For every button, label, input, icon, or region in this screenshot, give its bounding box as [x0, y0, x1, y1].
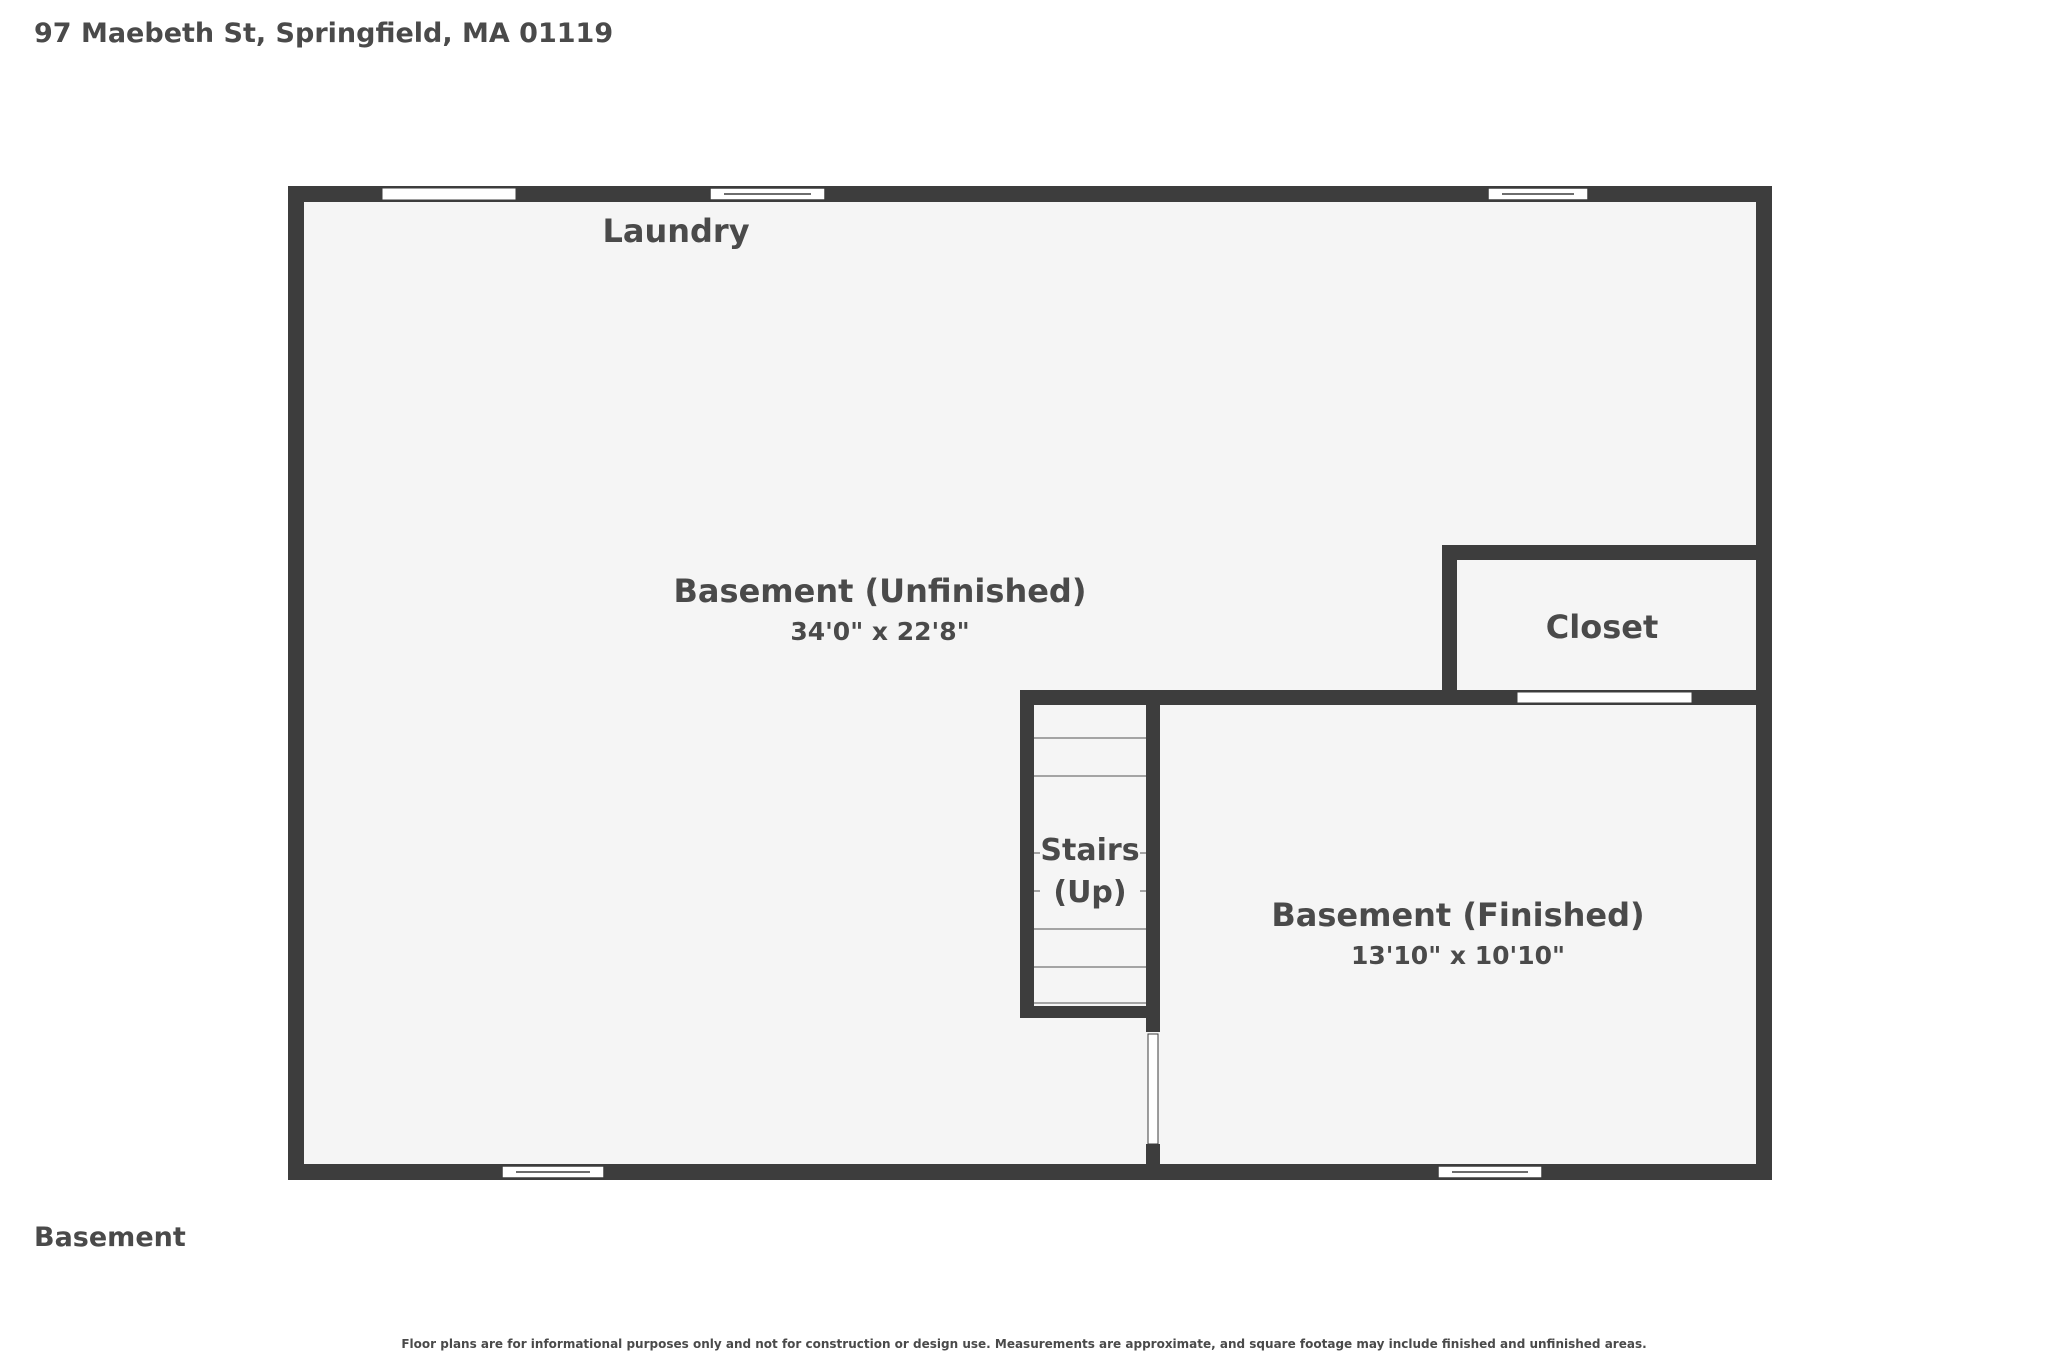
- room-dims-finished: 13'10" x 10'10": [1351, 941, 1565, 970]
- room-label-finished: Basement (Finished): [1271, 896, 1644, 934]
- property-address: 97 Maebeth St, Springfield, MA 01119: [34, 18, 614, 49]
- wall-divider-lower: [1146, 1144, 1160, 1180]
- window-bottom-1: [501, 1165, 605, 1179]
- wall-left: [288, 186, 304, 1180]
- stairs-label-bg: [1040, 826, 1140, 908]
- wall-bottom: [288, 1164, 1772, 1180]
- wall-right: [1756, 186, 1772, 1180]
- room-label-unfinished: Basement (Unfinished): [674, 572, 1087, 610]
- window-top-1: [709, 187, 826, 201]
- stairs-label-line2: (Up): [1053, 875, 1126, 910]
- opening-closet: [1516, 691, 1693, 704]
- opening-top-left: [381, 187, 517, 201]
- openings: [381, 187, 1693, 1145]
- wall-top: [288, 186, 1772, 202]
- wall-stairs-bottom: [1020, 1006, 1160, 1018]
- disclaimer: Floor plans are for informational purpos…: [401, 1337, 1647, 1351]
- windows: [501, 187, 1589, 1179]
- floor-area: [298, 196, 1762, 1170]
- stairs-label-line1: Stairs: [1040, 833, 1139, 868]
- window-top-2: [1487, 187, 1589, 201]
- room-label-laundry: Laundry: [602, 212, 749, 250]
- window-bottom-2: [1437, 1165, 1543, 1179]
- room-dims-unfinished: 34'0" x 22'8": [790, 617, 969, 646]
- wall-stairs-left: [1020, 690, 1034, 1016]
- wall-divider: [1146, 690, 1160, 1032]
- wall-closet-top: [1442, 545, 1772, 560]
- floor-name: Basement: [34, 1222, 186, 1253]
- room-label-closet: Closet: [1546, 608, 1658, 646]
- wall-closet-left: [1442, 545, 1457, 705]
- opening-divider: [1147, 1033, 1159, 1145]
